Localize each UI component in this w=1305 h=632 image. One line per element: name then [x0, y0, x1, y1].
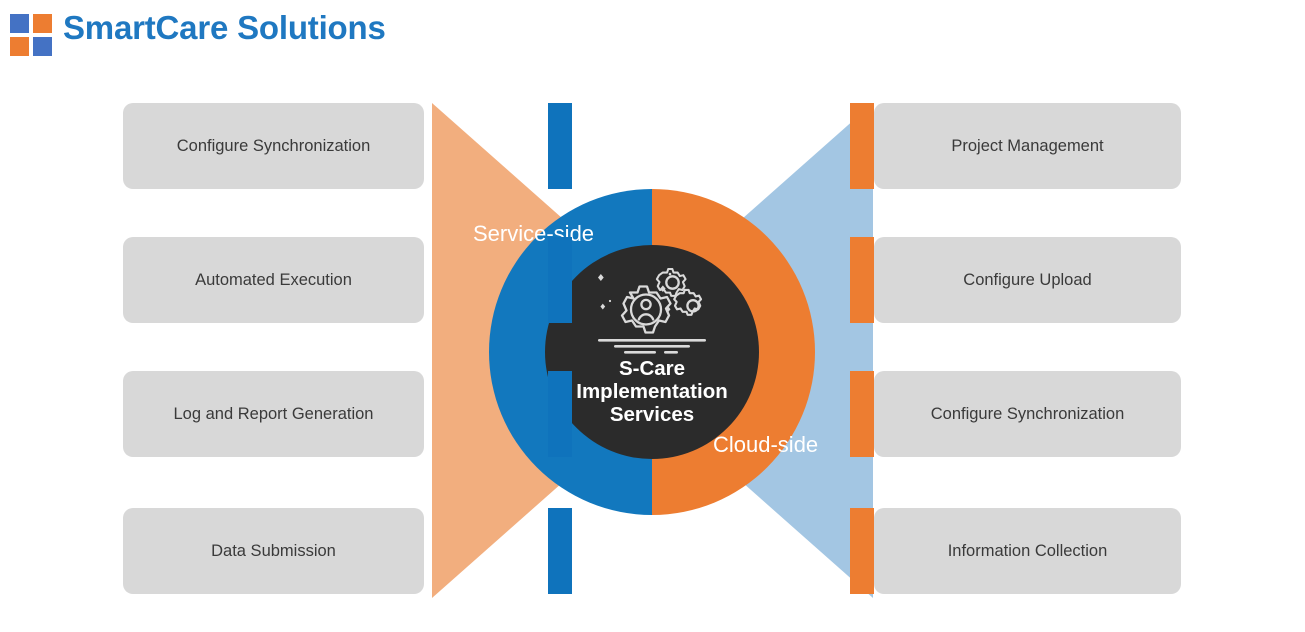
right-item-1-card[interactable]: Project Management	[874, 103, 1181, 189]
hub-title-line-2: Implementation	[576, 380, 728, 403]
service-side-label: Service-side	[473, 221, 595, 246]
page-title: SmartCare Solutions	[63, 9, 386, 46]
left-item-4-card[interactable]: Data Submission	[123, 508, 424, 594]
right-item-4[interactable]: Information Collection	[850, 508, 1181, 594]
left-item-4[interactable]: Data Submission	[123, 508, 572, 594]
left-item-4-label: Data Submission	[211, 541, 336, 560]
right-item-4-label: Information Collection	[947, 541, 1108, 560]
logo-square-bottom-right	[33, 37, 52, 56]
right-item-1-label: Project Management	[951, 136, 1104, 155]
left-item-3-accent-bar	[548, 371, 572, 457]
logo-square-bottom-left	[10, 37, 29, 56]
left-item-2-card[interactable]: Automated Execution	[123, 237, 424, 323]
gears-with-person-icon	[597, 268, 706, 354]
left-item-3[interactable]: Log and Report Generation	[123, 371, 572, 457]
cloud-side-label: Cloud-side	[713, 432, 819, 457]
right-item-3[interactable]: Configure Synchronization	[850, 371, 1181, 457]
right-item-3-label: Configure Synchronization	[930, 404, 1125, 423]
left-item-2-label: Automated Execution	[195, 270, 352, 289]
right-item-2-accent-bar	[850, 237, 874, 323]
hub-title-line-1: S-Care	[618, 357, 686, 380]
right-item-1-accent-bar	[850, 103, 874, 189]
left-item-1[interactable]: Configure Synchronization	[123, 103, 572, 189]
right-item-2[interactable]: Configure Upload	[850, 237, 1181, 323]
hub-title-line-3: Services	[609, 403, 695, 426]
left-item-1-card[interactable]: Configure Synchronization	[123, 103, 424, 189]
logo-square-top-right	[33, 14, 52, 33]
left-item-1-accent-bar	[548, 103, 572, 189]
left-item-2-accent-bar	[548, 237, 572, 323]
left-item-3-card[interactable]: Log and Report Generation	[123, 371, 424, 457]
right-item-3-accent-bar	[850, 371, 874, 457]
right-item-3-card[interactable]: Configure Synchronization	[874, 371, 1181, 457]
right-item-4-card[interactable]: Information Collection	[874, 508, 1181, 594]
right-item-1[interactable]: Project Management	[850, 103, 1181, 189]
left-item-4-accent-bar	[548, 508, 572, 594]
right-item-2-card[interactable]: Configure Upload	[874, 237, 1181, 323]
left-item-2[interactable]: Automated Execution	[123, 237, 572, 323]
right-item-2-label: Configure Upload	[963, 270, 1092, 289]
logo-square-top-left	[10, 14, 29, 33]
smartcare-logo-icon	[10, 14, 52, 56]
right-item-4-accent-bar	[850, 508, 874, 594]
hub-title: S-Care Implementation Services	[545, 357, 759, 426]
hub-core: S-Care Implementation Services	[545, 245, 759, 459]
left-item-3-label: Log and Report Generation	[173, 404, 374, 423]
left-item-1-label: Configure Synchronization	[176, 136, 371, 155]
